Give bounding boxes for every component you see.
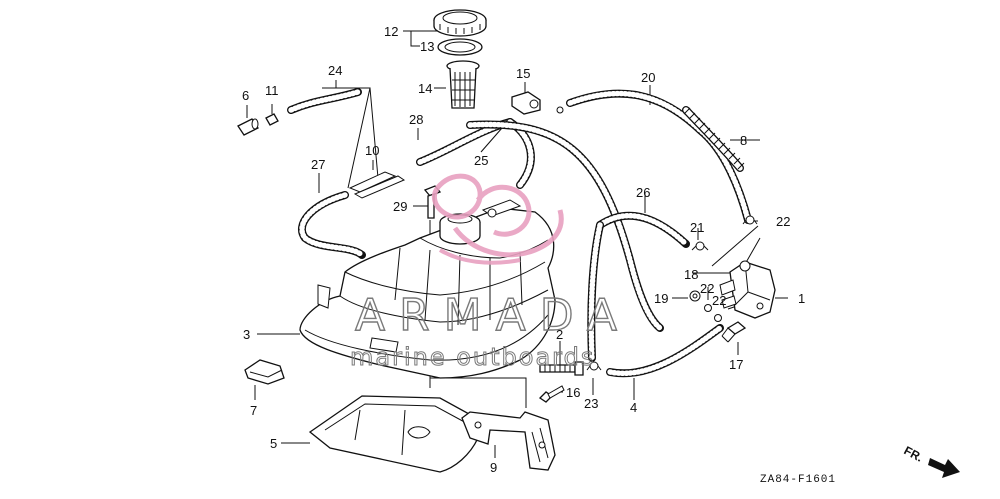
front-marker-label: FR. [902,443,926,464]
part-label-26: 26 [636,185,650,200]
watermark-title: ARMADA [355,290,631,341]
hose-4 [606,324,724,378]
part-label-8: 8 [740,133,747,148]
part-label-2: 2 [556,327,563,342]
part-label-29: 29 [393,199,407,214]
bolt-16 [538,385,565,403]
part-label-7: 7 [250,403,257,418]
part-label-5: 5 [270,436,277,451]
bolt-17 [721,321,747,343]
clamp-15 [511,91,564,115]
part-label-28: 28 [409,112,423,127]
tube-cap-6 [237,118,259,136]
part-label-17: 17 [729,357,743,372]
part-label-27: 27 [311,157,325,172]
part-label-10: 10 [365,143,379,158]
hose-27 [298,191,366,259]
part-label-4: 4 [630,400,637,415]
clip-21 [691,241,709,251]
part-label-3: 3 [243,327,250,342]
hose-26 [587,211,690,362]
watermark-logo [431,173,564,265]
part-label-15: 15 [516,66,530,81]
part-label-13: 13 [420,39,434,54]
hose-20 [566,89,752,224]
part-label-1: 1 [798,291,805,306]
part-label-23: 23 [584,396,598,411]
part-label-20: 20 [641,70,655,85]
watermark-subtitle: marine outbоards [350,343,595,371]
part-label-22-lower: 22 [712,293,726,308]
cap-gasket [437,38,483,56]
bracket-9 [461,411,556,471]
tube-cap-11 [265,113,279,126]
part-label-25: 25 [474,153,488,168]
part-label-12: 12 [384,24,398,39]
part-label-16: 16 [566,385,580,400]
part-label-21: 21 [690,220,704,235]
clip-7 [244,359,285,385]
clip-22-lower [714,314,722,322]
clip-23 [586,361,602,371]
part-label-18: 18 [684,267,698,282]
clip-10 [348,171,406,199]
part-label-22-middle: 22 [700,281,714,296]
hose-24 [287,88,362,114]
part-label-9: 9 [490,460,497,475]
part-label-24: 24 [328,63,342,78]
fuel-cap [433,9,487,37]
part-label-19: 19 [654,291,668,306]
clip-22-top [742,215,758,225]
part-label-11: 11 [265,83,279,98]
fuel-strainer [446,60,480,109]
part-labels: 12 13 14 6 11 24 15 20 28 8 10 25 27 26 … [242,24,805,475]
clip-22-middle [704,304,712,312]
diagram-code: ZA84-F1601 [760,474,836,486]
front-arrow-icon [928,458,960,478]
washer-18 [689,290,701,302]
cover-5 [308,395,481,473]
part-label-22-top: 22 [776,214,790,229]
part-label-14: 14 [418,81,432,96]
front-direction-marker: FR. [902,443,960,478]
bolt-2 [539,361,584,376]
corrugated-hose-8 [682,106,745,172]
part-label-6: 6 [242,88,249,103]
fuel-cock-1 [719,260,776,319]
